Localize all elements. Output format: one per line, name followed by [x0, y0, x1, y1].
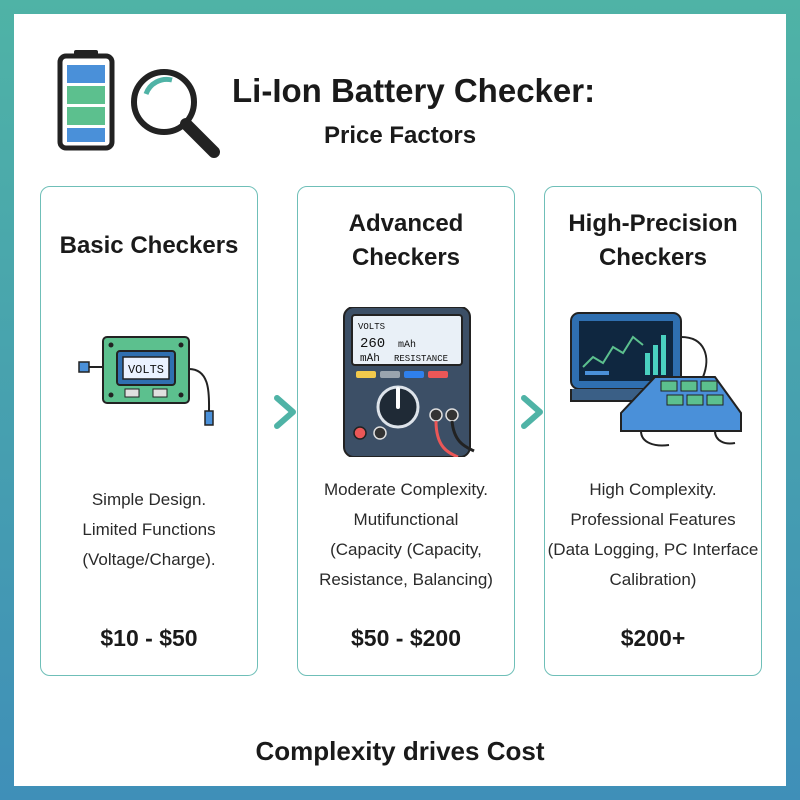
card-price: $50 - $200 — [351, 625, 461, 651]
chevron-right-icon — [274, 395, 296, 429]
header-icons — [57, 50, 220, 158]
card-high-precision-checkers: High-Precision Checkers High Complexity. — [544, 186, 762, 676]
multimeter-icon: VOLTS 260 mAh mAh RESISTANCE — [343, 307, 475, 457]
basic-tester-icon: VOLTS — [78, 336, 214, 426]
card-price: $10 - $50 — [100, 625, 198, 651]
svg-text:RESISTANCE: RESISTANCE — [394, 354, 448, 364]
card-title: Advanced Checkers — [348, 210, 464, 271]
page-title: Li-Ion Battery Checker: — [232, 72, 596, 109]
infographic-frame: Li-Ion Battery Checker: Price Factors Ba… — [14, 14, 786, 786]
footer-caption: Complexity drives Cost — [255, 736, 545, 766]
card-description: High Complexity. Professional Features (… — [547, 480, 759, 589]
card-basic-checkers: Basic Checkers VOLTS Simple Design. Limi… — [40, 186, 258, 676]
card-title: Basic Checkers — [59, 232, 239, 259]
svg-text:VOLTS: VOLTS — [358, 322, 385, 332]
svg-text:mAh: mAh — [360, 353, 380, 365]
card-advanced-checkers: Advanced Checkers VOLTS 260 mAh mAh RESI… — [297, 186, 515, 676]
svg-text:VOLTS: VOLTS — [128, 363, 164, 377]
card-price: $200+ — [620, 625, 686, 651]
magnifier-icon — [131, 69, 220, 158]
chevron-right-icon — [521, 395, 543, 429]
page-subtitle: Price Factors — [324, 122, 477, 149]
card-title: High-Precision Checkers — [568, 210, 738, 271]
card-description: Simple Design. Limited Functions (Voltag… — [82, 490, 216, 569]
card-description: Moderate Complexity. Mutifunctional (Cap… — [319, 480, 493, 589]
analyzer-station-icon — [570, 312, 742, 447]
battery-icon — [57, 50, 115, 151]
svg-text:mAh: mAh — [398, 339, 416, 351]
svg-text:260: 260 — [360, 336, 385, 352]
